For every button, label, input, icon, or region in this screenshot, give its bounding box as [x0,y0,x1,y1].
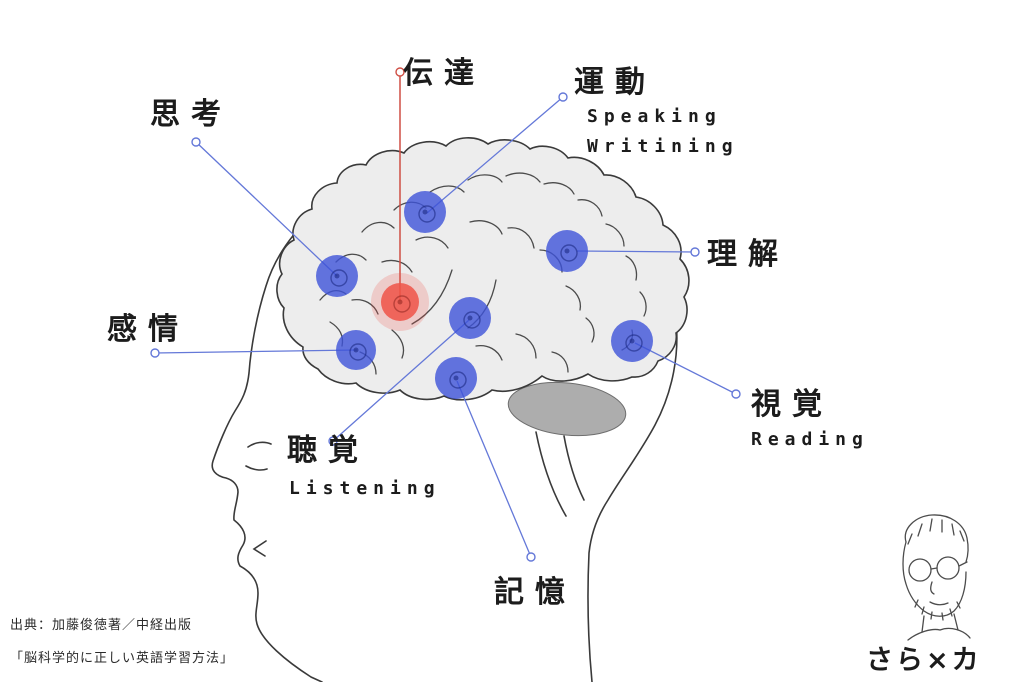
callout-dots [150,92,741,562]
mascot-beard-hatch [914,599,961,621]
marker-transmission [371,273,429,331]
mascot-mouth [929,601,949,606]
marker-memory [435,357,477,399]
eyebrow-line [247,441,272,448]
mascot-glasses-bridge [930,567,938,570]
line-memory [456,380,532,558]
line-thinking [195,141,338,277]
marker-vision [611,320,653,362]
mascot-neck [921,613,959,633]
label-transmission: 伝達 [403,56,485,91]
marker-understanding [546,230,588,272]
label-hearing: 聴覚 [287,433,369,468]
eye-line [245,465,268,471]
line-movement [426,96,564,214]
marker-movement [404,191,446,233]
mascot-glasses-temple [958,561,968,567]
label-movement: 運動 [574,65,656,100]
cerebellum-shape [507,381,627,437]
mascot-collar [907,627,971,641]
callout-lines [154,96,737,558]
sublabel-speaking: Speaking [587,106,722,127]
mascot-glasses-right [936,556,960,580]
mascot-hair [904,514,969,563]
mouth-mark [252,540,267,557]
dot-transmission [395,67,405,77]
sublabel-reading: Reading [751,429,869,450]
source-credit-line1: 出典：加藤俊徳著／中経出版 [10,618,193,633]
label-memory: 記憶 [494,575,576,610]
brain-shape [276,137,690,401]
mascot-face [902,541,967,617]
line-hearing [332,319,470,442]
sublabel-writining: Writining [587,136,739,157]
label-thinking: 思考 [150,97,232,132]
marker-hearing [449,297,491,339]
mascot-hair-hatch [907,518,965,545]
brain-outline [276,137,690,401]
brainstem-line-2 [563,435,585,501]
line-vision [634,342,737,395]
brainstem-line [535,431,567,517]
source-credit-line2: 「脳科学的に正しい英語学習方法」 [10,651,235,666]
mascot-glasses-left [908,558,932,582]
marker-emotion [336,330,376,370]
label-vision: 視覚 [751,387,833,422]
site-logo: さら×カ [866,645,982,676]
line-understanding [576,250,696,253]
sublabel-listening: Listening [289,478,441,499]
mascot-nose [930,581,935,595]
head-front-outline [211,160,481,682]
label-understanding: 理解 [707,237,789,272]
mascot-illustration [902,514,971,641]
marker-thinking [316,255,358,297]
label-emotion: 感情 [107,312,189,347]
line-emotion [154,349,358,354]
